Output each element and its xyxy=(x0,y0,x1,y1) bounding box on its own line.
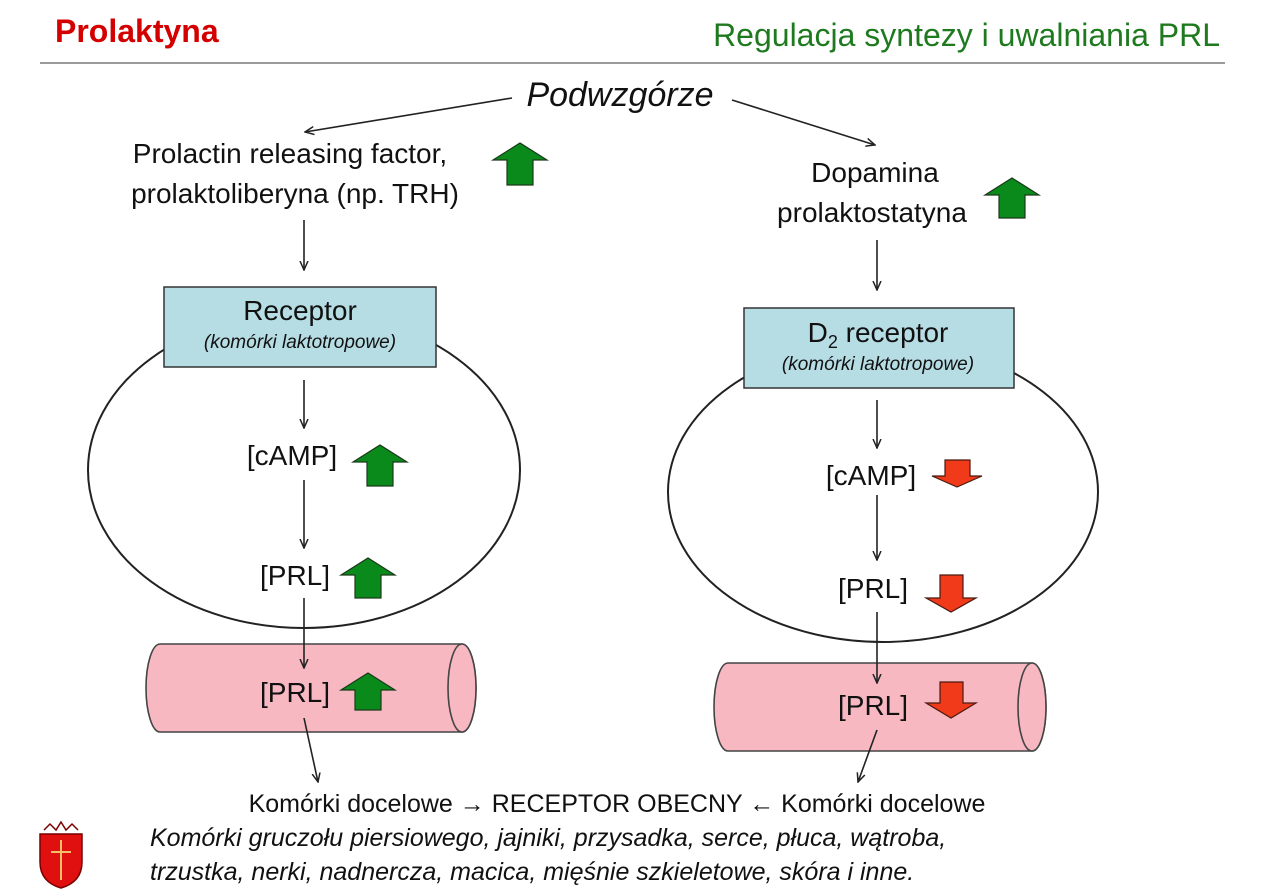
target-cells-line: Komórki docelowe → RECEPTOR OBECNY ← Kom… xyxy=(249,790,986,818)
left-receptor-subtitle: (komórki laktotropowe) xyxy=(204,332,396,353)
green-up-arrow-icon xyxy=(338,557,398,599)
left-prl-blood-label: [PRL] xyxy=(260,677,330,708)
right-factor-line2: prolaktostatyna xyxy=(777,197,967,228)
arrow-to-releasing-factor xyxy=(305,97,513,132)
arrow-right-to-targets xyxy=(858,729,878,782)
arrow-left-to-targets xyxy=(303,717,318,782)
green-up-arrow-icon xyxy=(490,142,550,186)
red-down-arrow-icon xyxy=(923,574,979,613)
slide-subtitle: Regulacja syntezy i uwalniania PRL xyxy=(713,17,1220,53)
shield-logo-icon xyxy=(39,820,83,889)
right-receptor-title: D2 receptor xyxy=(808,317,949,352)
green-up-arrow-icon xyxy=(982,177,1042,219)
right-factor-line1: Dopamina xyxy=(811,157,939,188)
left-factor-line2: prolaktoliberyna (np. TRH) xyxy=(131,178,459,209)
hypothalamus-label: Podwzgórze xyxy=(526,76,713,114)
left-camp-label: [cAMP] xyxy=(247,440,337,471)
left-blood-vessel xyxy=(145,643,477,733)
red-down-arrow-icon xyxy=(923,681,979,719)
right-prl-blood-label: [PRL] xyxy=(838,690,908,721)
right-prl-cell-label: [PRL] xyxy=(838,573,908,604)
right-camp-label: [cAMP] xyxy=(826,460,916,491)
arrow-to-dopamine xyxy=(731,99,875,145)
left-receptor-box xyxy=(163,286,437,368)
left-factor-line1: Prolactin releasing factor, xyxy=(133,138,447,169)
slide-title: Prolaktyna xyxy=(55,13,219,49)
red-down-arrow-icon xyxy=(931,459,983,488)
left-receptor-title: Receptor xyxy=(243,295,357,326)
left-prl-cell-label: [PRL] xyxy=(260,560,330,591)
right-receptor-subtitle: (komórki laktotropowe) xyxy=(782,354,974,375)
green-up-arrow-icon xyxy=(338,672,398,711)
target-organs-line2: trzustka, nerki, nadnercza, macica, mięś… xyxy=(150,858,914,886)
right-receptor-box xyxy=(743,307,1015,389)
green-up-arrow-icon xyxy=(350,444,410,487)
target-organs-line1: Komórki gruczołu piersiowego, jajniki, p… xyxy=(150,824,946,852)
